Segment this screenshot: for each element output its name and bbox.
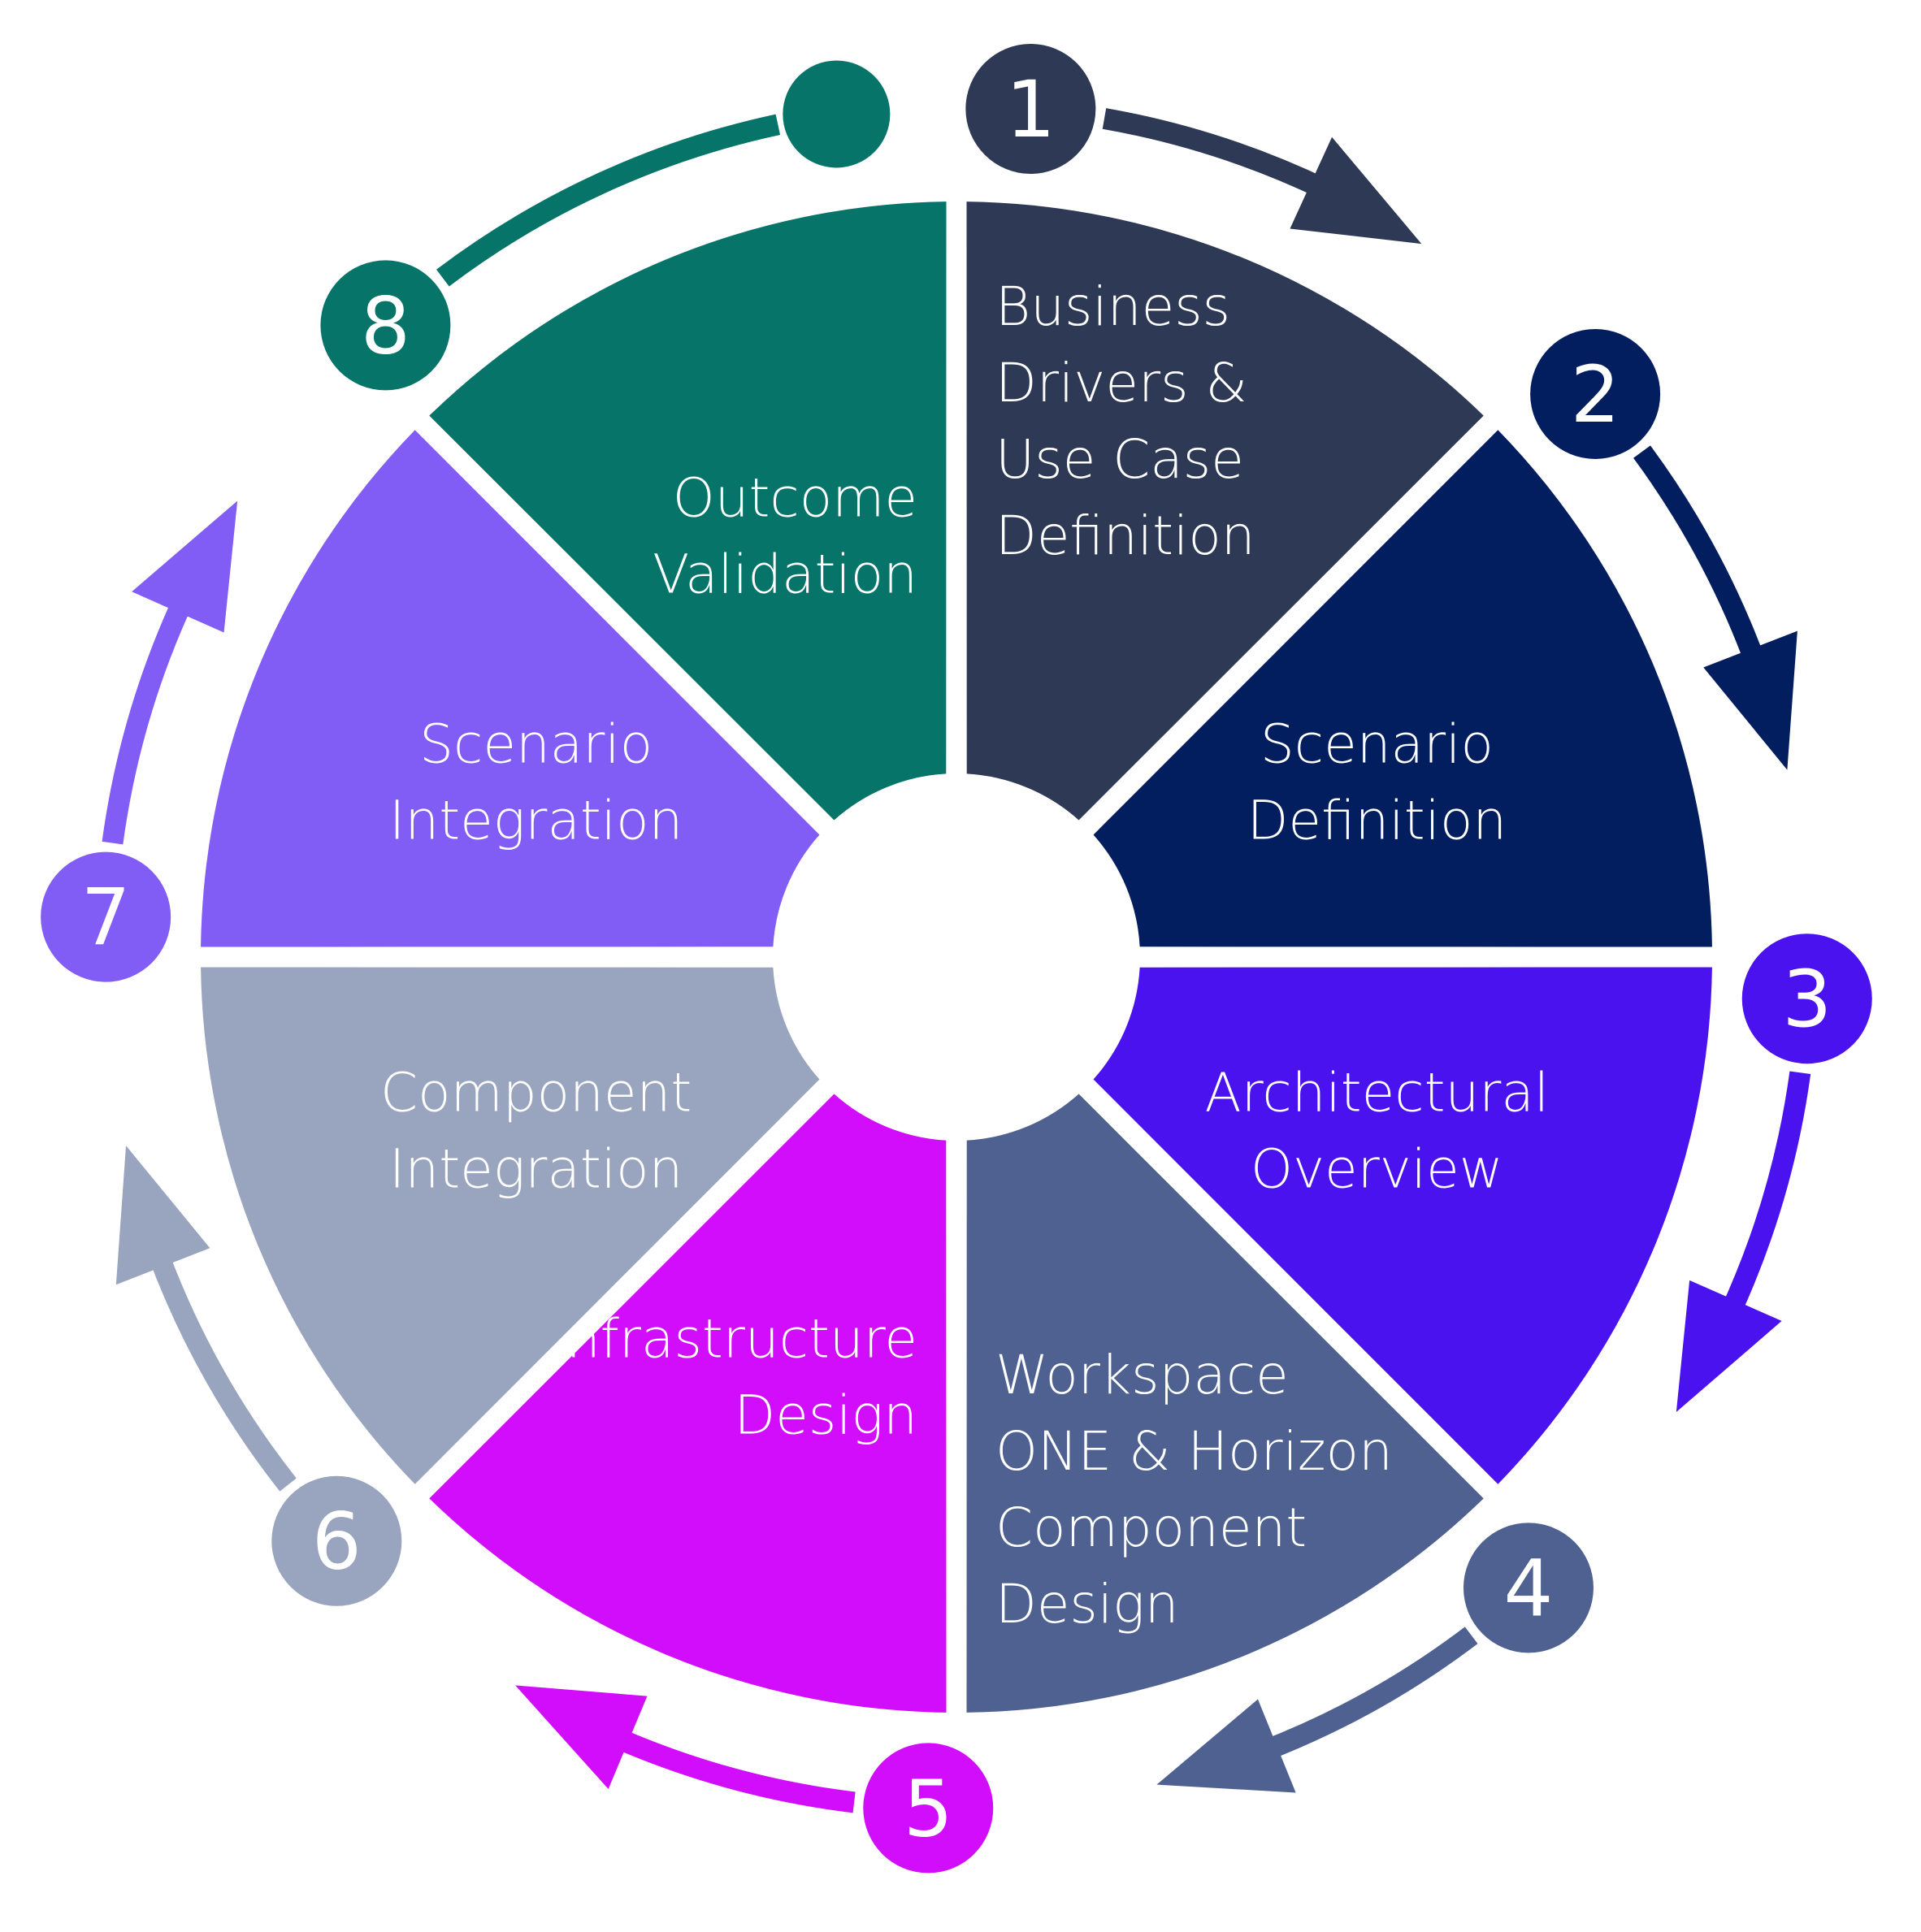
step-circle bbox=[1530, 328, 1661, 459]
step-circle bbox=[320, 260, 451, 391]
label-line: Drivers & bbox=[995, 352, 1247, 414]
segment-5 bbox=[429, 1094, 947, 1713]
arrowhead-icon bbox=[515, 1685, 648, 1790]
arrowhead-icon bbox=[1676, 1280, 1782, 1413]
step-marker-3: 3 bbox=[1741, 934, 1872, 1064]
arrow-shaft-3 bbox=[1719, 1071, 1811, 1319]
arrowhead-icon bbox=[115, 1146, 210, 1285]
segment-2 bbox=[1093, 430, 1712, 947]
step-circle bbox=[1463, 1523, 1594, 1653]
arrow-shaft-6 bbox=[147, 1249, 297, 1492]
label-line: Scenario bbox=[419, 713, 653, 776]
step-circle bbox=[863, 1743, 994, 1874]
step-markers-layer: 1 2 3 4 5 6 7 8 bbox=[41, 43, 1872, 1874]
arrowhead-icon bbox=[1290, 136, 1422, 245]
label-line: Scenario bbox=[1260, 713, 1494, 776]
segment-3 bbox=[1093, 967, 1712, 1484]
label-line: Definition bbox=[995, 505, 1255, 567]
label-line: Outcome bbox=[673, 467, 917, 530]
label-line: Integration bbox=[389, 1137, 683, 1200]
arrowhead-icon bbox=[1703, 630, 1797, 770]
step-number: 8 bbox=[361, 280, 410, 371]
step-number: 7 bbox=[81, 873, 131, 964]
arrow-shaft-7 bbox=[102, 594, 194, 845]
step-circle bbox=[271, 1475, 402, 1606]
connector-arc-8 bbox=[436, 114, 781, 287]
segment-4 bbox=[966, 1094, 1484, 1713]
label-line: Component bbox=[380, 1061, 692, 1124]
step-number: 3 bbox=[1782, 954, 1832, 1045]
arrow-shaft-4 bbox=[1259, 1627, 1478, 1761]
label-line: Workspace bbox=[995, 1344, 1289, 1406]
arrows-layer bbox=[102, 108, 1811, 1813]
cycle-end-dot bbox=[783, 60, 891, 168]
segment-6 bbox=[201, 967, 820, 1484]
segment-1 bbox=[966, 201, 1484, 821]
label-line: Design bbox=[734, 1384, 917, 1446]
segment-7 bbox=[201, 430, 820, 947]
arrow-shaft-2 bbox=[1633, 445, 1766, 667]
step-circle bbox=[1741, 934, 1872, 1064]
label-line: Architectural bbox=[1205, 1061, 1550, 1124]
arrow-shaft-1 bbox=[1102, 108, 1329, 199]
step-marker-8: 8 bbox=[320, 260, 451, 391]
arrow-shaft-5 bbox=[609, 1726, 856, 1813]
label-line: ONE & Horizon bbox=[995, 1420, 1393, 1483]
segment-8 bbox=[429, 201, 947, 821]
label-line: Infrastructure bbox=[550, 1307, 917, 1370]
step-circle bbox=[41, 851, 171, 982]
label-line: Definition bbox=[1247, 790, 1507, 852]
step-marker-7: 7 bbox=[41, 851, 171, 982]
step-marker-1: 1 bbox=[965, 43, 1096, 174]
step-number: 2 bbox=[1571, 349, 1620, 440]
label-line: Integration bbox=[389, 790, 683, 852]
step-marker-5: 5 bbox=[863, 1743, 994, 1874]
step-number: 5 bbox=[904, 1763, 953, 1854]
step-circle bbox=[965, 43, 1096, 174]
label-line: Component bbox=[995, 1497, 1307, 1559]
label-line: Validation bbox=[653, 544, 917, 606]
label-line: Business bbox=[995, 275, 1230, 338]
step-number: 4 bbox=[1503, 1543, 1553, 1634]
step-marker-4: 4 bbox=[1463, 1523, 1594, 1653]
step-marker-6: 6 bbox=[271, 1475, 402, 1606]
arrowhead-icon bbox=[1156, 1699, 1296, 1793]
label-line: Overview bbox=[1251, 1137, 1503, 1200]
label-line: Design bbox=[995, 1573, 1179, 1635]
step-number: 6 bbox=[312, 1497, 362, 1588]
label-line: Use Case bbox=[995, 428, 1244, 491]
step-number: 1 bbox=[1006, 64, 1056, 155]
step-marker-2: 2 bbox=[1530, 328, 1661, 459]
arrowhead-icon bbox=[132, 500, 238, 633]
